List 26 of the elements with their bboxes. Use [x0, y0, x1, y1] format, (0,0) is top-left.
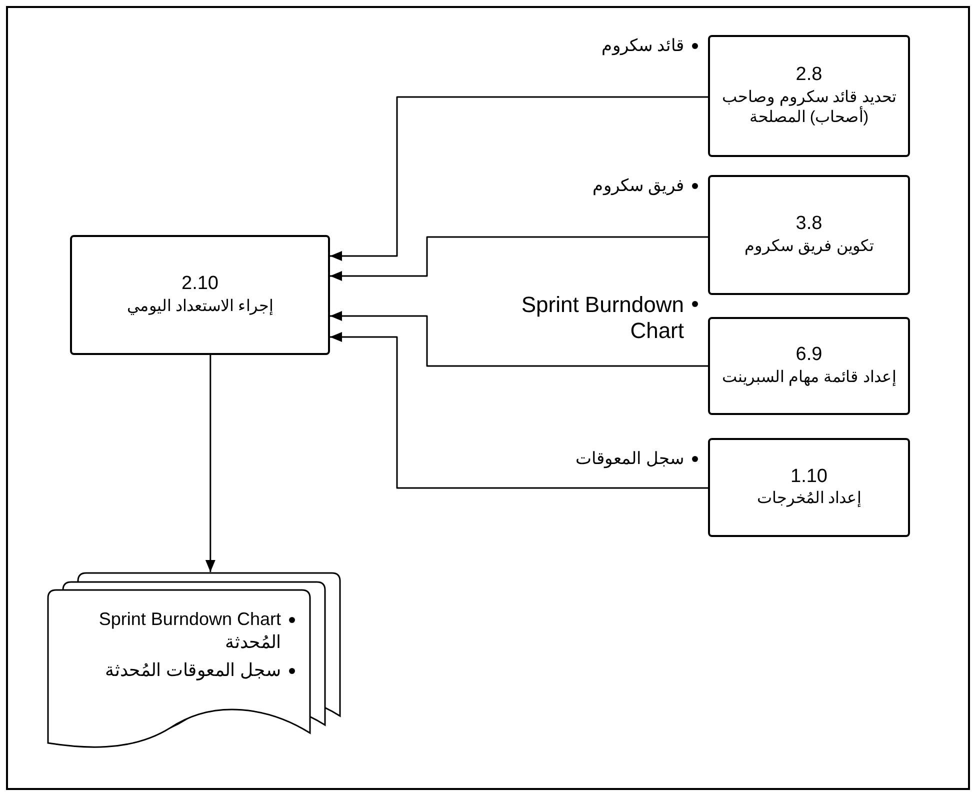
process-number: 6.9 [796, 343, 822, 368]
process-box [70, 235, 330, 355]
process-number: 1.10 [790, 464, 828, 489]
arrow [330, 96, 708, 261]
process-title: إعداد المُخرجات [756, 489, 862, 510]
input-label: سجل المعوقات [575, 448, 684, 470]
process-box [708, 35, 910, 157]
arrow [205, 355, 216, 572]
process-number: 2.8 [796, 62, 822, 87]
process-title: إجراء الاستعداد اليومي [127, 296, 273, 317]
arrow [330, 236, 708, 281]
process-title: إعداد قائمة مهام السبرينت [722, 368, 896, 388]
process-number: 2.10 [182, 272, 218, 296]
arrow [330, 311, 708, 367]
process-box [708, 438, 910, 537]
arrow [330, 332, 708, 489]
input-label: قائد سكروم [601, 35, 684, 58]
process-title: تكوين فريق سكروم [744, 236, 874, 257]
process-box [708, 175, 910, 295]
process-box [708, 317, 910, 415]
process-title: تحديد قائد سكروم وصاحب (أصحاب) المصلحة [720, 88, 898, 128]
input-label: Sprint Burndown Chart [520, 292, 684, 345]
process-number: 3.8 [796, 212, 822, 236]
output-item: Sprint Burndown Chart المُحدثة [98, 608, 281, 654]
output-item: سجل المعوقات المُحدثة [104, 658, 281, 682]
input-label: فريق سكروم [592, 175, 684, 198]
